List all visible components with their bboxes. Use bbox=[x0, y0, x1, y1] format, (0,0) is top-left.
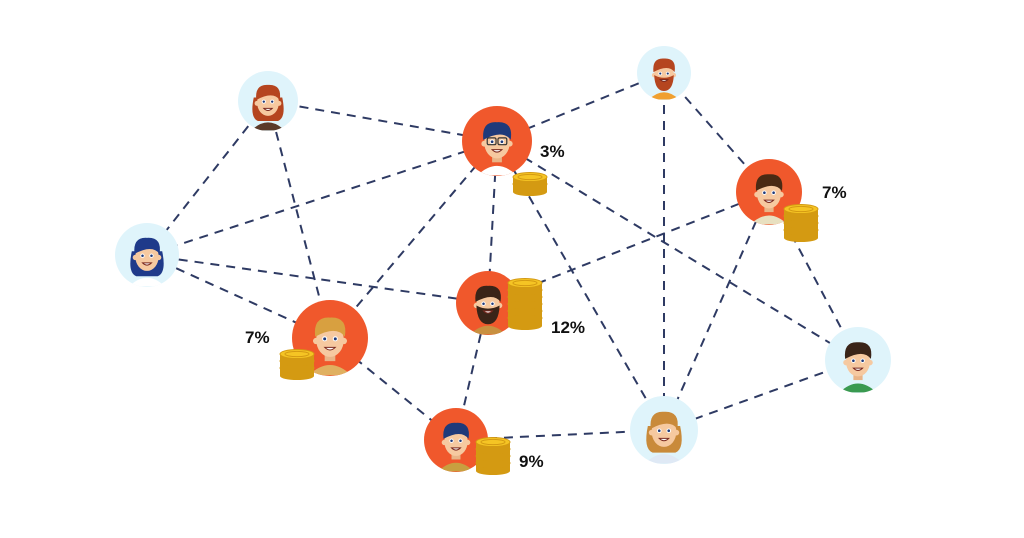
node-smiling-man bbox=[825, 327, 891, 393]
edge-woman-red-hair-woman-blue-hair bbox=[146, 100, 269, 256]
percentage-label: 7% bbox=[245, 328, 270, 347]
shirt bbox=[645, 454, 683, 464]
edge-man-glasses-blond-man bbox=[329, 140, 498, 339]
avatar bbox=[470, 285, 506, 335]
avatar bbox=[839, 342, 877, 393]
hair bbox=[256, 84, 281, 100]
coin-stack-icon bbox=[512, 172, 548, 196]
shirt bbox=[750, 215, 788, 225]
percentage-label: 9% bbox=[519, 452, 544, 471]
node-curly-man: 7% bbox=[736, 159, 847, 242]
edge-woman-blonde-smiling-man bbox=[663, 359, 859, 431]
node-bearded-man-top bbox=[637, 46, 691, 100]
percentage-label: 12% bbox=[551, 318, 585, 337]
avatar bbox=[129, 237, 165, 287]
edge-curly-man-bearded-man-center bbox=[487, 191, 770, 304]
hair bbox=[475, 285, 501, 302]
coin-stack-icon bbox=[279, 349, 315, 380]
hair bbox=[443, 422, 469, 439]
avatar bbox=[750, 174, 788, 225]
shirt bbox=[308, 365, 352, 376]
shirt bbox=[839, 383, 877, 393]
hair bbox=[653, 58, 675, 73]
edge-man-glasses-smiling-man bbox=[496, 140, 859, 361]
avatar bbox=[251, 84, 285, 131]
shirt bbox=[470, 325, 506, 335]
shirt bbox=[648, 92, 680, 100]
percentage-label: 3% bbox=[540, 142, 565, 161]
edge-man-glasses-woman-blue-hair bbox=[146, 140, 498, 256]
shirt bbox=[438, 462, 474, 472]
node-man-glasses: 3% bbox=[462, 106, 565, 196]
edge-man-glasses-bearded-man-top bbox=[496, 72, 665, 142]
edge-woman-red-hair-blond-man bbox=[267, 100, 331, 339]
hair bbox=[755, 174, 783, 191]
avatar bbox=[648, 58, 680, 100]
node-woman-blonde bbox=[630, 396, 698, 464]
avatar bbox=[645, 411, 683, 464]
hair bbox=[483, 122, 512, 140]
node-woman-red-hair bbox=[238, 71, 298, 131]
hair bbox=[650, 411, 678, 429]
hair bbox=[134, 237, 160, 254]
coin-stack-icon bbox=[783, 204, 819, 242]
node-man-blue-hair-bottom: 9% bbox=[424, 408, 544, 475]
node-blond-man: 7% bbox=[245, 300, 368, 380]
people: 3% 7% 12% 7% 9% bbox=[115, 46, 891, 475]
shirt bbox=[129, 277, 165, 287]
edge-woman-red-hair-man-glasses bbox=[267, 100, 498, 142]
coin-stack-icon bbox=[475, 437, 511, 475]
shirt bbox=[251, 122, 285, 131]
percentage-label: 7% bbox=[822, 183, 847, 202]
shirt bbox=[477, 165, 517, 176]
hair bbox=[844, 342, 872, 359]
avatar bbox=[438, 422, 474, 472]
avatar bbox=[308, 317, 352, 376]
avatar bbox=[477, 122, 517, 176]
beard bbox=[654, 75, 674, 91]
node-bearded-man-center: 12% bbox=[456, 271, 585, 337]
edge-curly-man-woman-blonde bbox=[663, 191, 770, 431]
hair bbox=[314, 317, 346, 337]
beard bbox=[476, 305, 500, 325]
coin-stack-icon bbox=[507, 278, 543, 330]
node-woman-blue-hair bbox=[115, 223, 179, 287]
